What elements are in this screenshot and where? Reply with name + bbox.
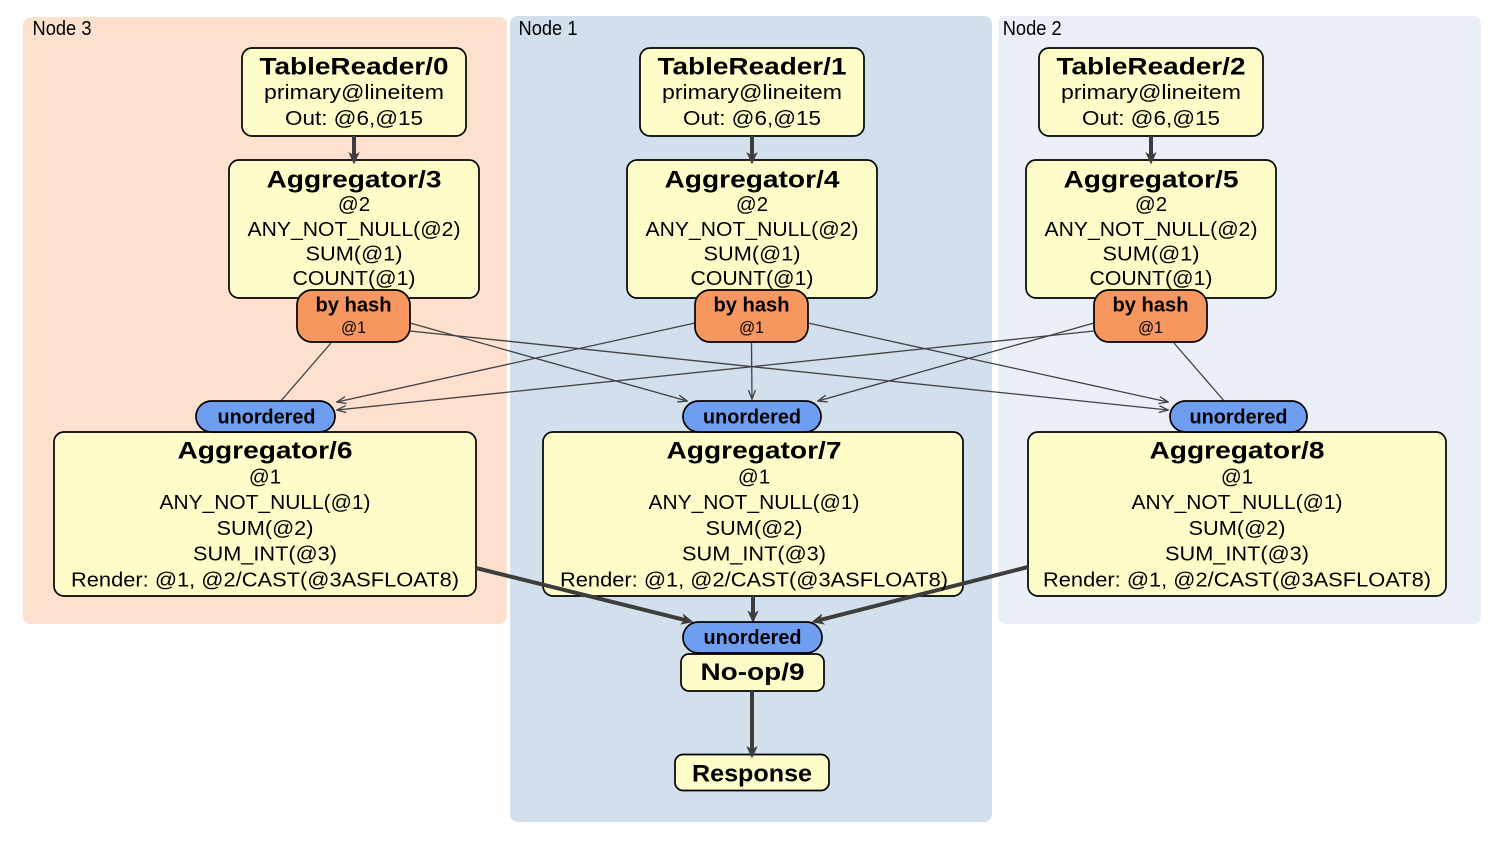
svg-text:@1: @1: [341, 318, 366, 337]
svg-text:ANY_NOT_NULL(@1): ANY_NOT_NULL(@1): [1132, 491, 1343, 514]
svg-text:by hash: by hash: [316, 295, 392, 317]
svg-text:unordered: unordered: [1190, 407, 1288, 429]
svg-text:COUNT(@1): COUNT(@1): [293, 267, 416, 290]
svg-text:ANY_NOT_NULL(@1): ANY_NOT_NULL(@1): [649, 491, 860, 514]
svg-text:by hash: by hash: [714, 295, 790, 317]
svg-text:primary@lineitem: primary@lineitem: [264, 81, 444, 104]
svg-text:ANY_NOT_NULL(@1): ANY_NOT_NULL(@1): [160, 491, 371, 514]
svg-text:COUNT(@1): COUNT(@1): [691, 267, 814, 290]
svg-text:@1: @1: [1221, 465, 1253, 488]
svg-text:ANY_NOT_NULL(@2): ANY_NOT_NULL(@2): [248, 218, 461, 241]
svg-text:SUM(@2): SUM(@2): [217, 517, 314, 540]
svg-text:SUM(@1): SUM(@1): [704, 242, 801, 265]
svg-text:SUM(@2): SUM(@2): [706, 517, 803, 540]
svg-text:unordered: unordered: [703, 407, 801, 429]
svg-text:Aggregator/6: Aggregator/6: [178, 438, 353, 465]
svg-text:@1: @1: [1138, 318, 1163, 337]
svg-text:Aggregator/4: Aggregator/4: [665, 167, 841, 194]
svg-text:COUNT(@1): COUNT(@1): [1090, 267, 1213, 290]
svg-text:primary@lineitem: primary@lineitem: [662, 81, 842, 104]
svg-text:SUM(@1): SUM(@1): [306, 242, 403, 265]
svg-text:Aggregator/5: Aggregator/5: [1064, 167, 1239, 194]
svg-text:@1: @1: [739, 318, 764, 337]
svg-text:unordered: unordered: [704, 627, 802, 649]
svg-text:Node 2: Node 2: [1003, 18, 1062, 40]
svg-text:Aggregator/3: Aggregator/3: [267, 167, 442, 194]
svg-text:primary@lineitem: primary@lineitem: [1061, 81, 1241, 104]
svg-text:@1: @1: [249, 465, 281, 488]
svg-text:Out: @6,@15: Out: @6,@15: [1082, 107, 1220, 130]
svg-text:@2: @2: [1135, 193, 1167, 216]
svg-text:SUM_INT(@3): SUM_INT(@3): [1165, 543, 1309, 566]
svg-text:Aggregator/7: Aggregator/7: [667, 438, 842, 465]
svg-text:SUM(@1): SUM(@1): [1103, 242, 1200, 265]
svg-text:Render: @1, @2/CAST(@3ASFLOAT8: Render: @1, @2/CAST(@3ASFLOAT8): [1043, 569, 1431, 592]
svg-text:Response: Response: [692, 761, 812, 788]
svg-text:Node 3: Node 3: [33, 18, 92, 40]
svg-text:SUM_INT(@3): SUM_INT(@3): [193, 543, 337, 566]
svg-text:unordered: unordered: [218, 407, 316, 429]
svg-text:ANY_NOT_NULL(@2): ANY_NOT_NULL(@2): [646, 218, 859, 241]
svg-text:Render: @1, @2/CAST(@3ASFLOAT8: Render: @1, @2/CAST(@3ASFLOAT8): [560, 569, 948, 592]
svg-text:Out: @6,@15: Out: @6,@15: [683, 107, 821, 130]
svg-text:TableReader/1: TableReader/1: [658, 53, 847, 80]
svg-text:@2: @2: [338, 193, 370, 216]
svg-text:TableReader/2: TableReader/2: [1057, 53, 1246, 80]
svg-text:TableReader/0: TableReader/0: [260, 53, 449, 80]
svg-text:SUM(@2): SUM(@2): [1189, 517, 1286, 540]
svg-text:by hash: by hash: [1113, 295, 1189, 317]
svg-text:Aggregator/8: Aggregator/8: [1150, 438, 1325, 465]
svg-text:Out: @6,@15: Out: @6,@15: [285, 107, 423, 130]
svg-text:Render: @1, @2/CAST(@3ASFLOAT8: Render: @1, @2/CAST(@3ASFLOAT8): [71, 569, 459, 592]
svg-text:@1: @1: [738, 465, 770, 488]
svg-text:No-op/9: No-op/9: [701, 659, 805, 686]
svg-text:@2: @2: [736, 193, 768, 216]
svg-text:Node 1: Node 1: [519, 18, 578, 40]
svg-text:ANY_NOT_NULL(@2): ANY_NOT_NULL(@2): [1045, 218, 1258, 241]
svg-text:SUM_INT(@3): SUM_INT(@3): [682, 543, 826, 566]
